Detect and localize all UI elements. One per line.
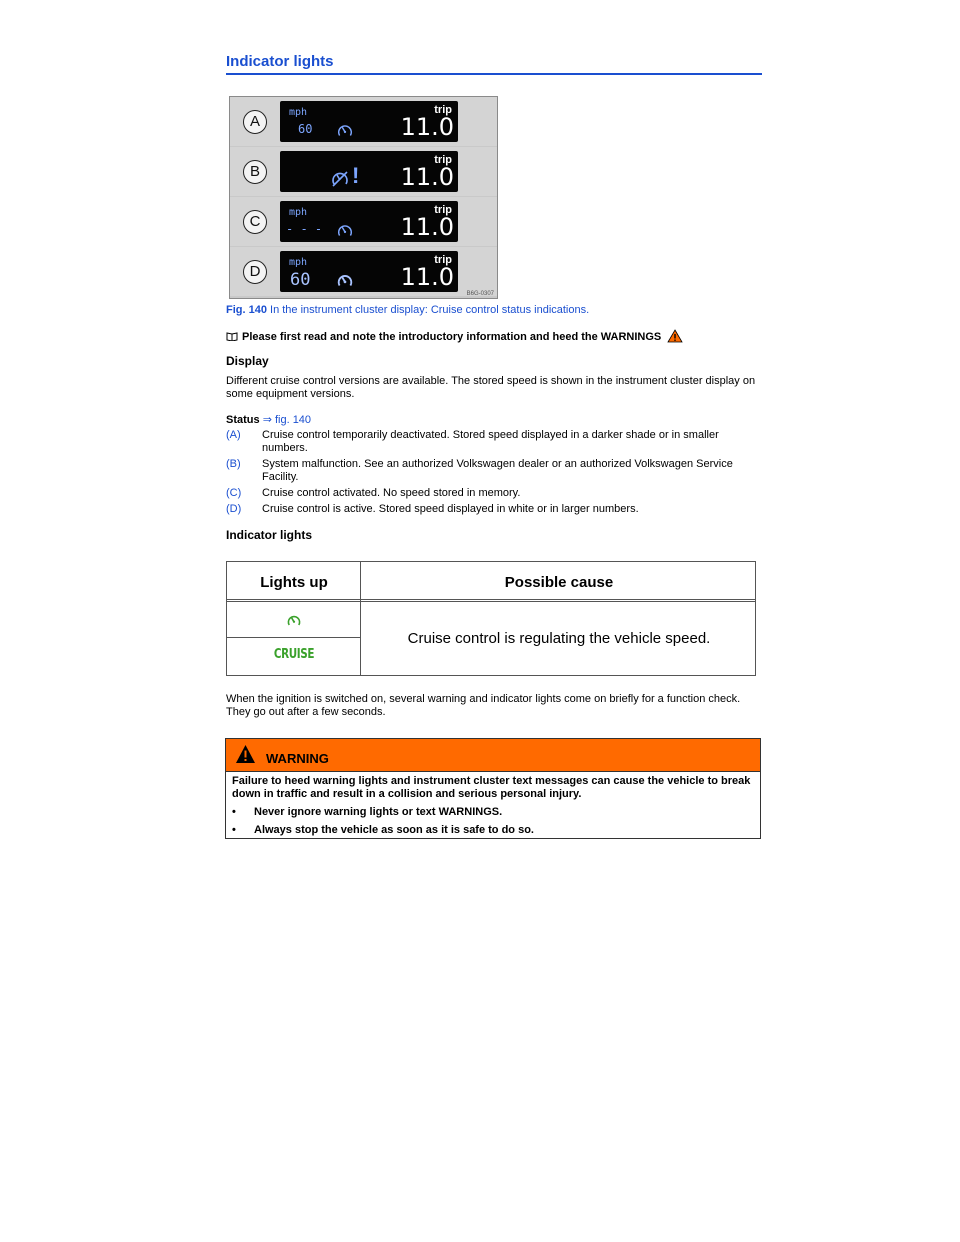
warning-triangle-icon	[667, 329, 683, 343]
display-paragraph: Different cruise control versions are av…	[226, 375, 756, 400]
ignition-paragraph: When the ignition is switched on, severa…	[226, 693, 741, 718]
status-list: (A) Cruise control temporarily deactivat…	[226, 429, 756, 519]
trip-distance: 11.0	[400, 163, 454, 191]
warning-bullet-text: Always stop the vehicle as soon as it is…	[254, 824, 534, 836]
cruise-control-fault-icon	[332, 171, 348, 187]
trip-label: trip	[434, 204, 452, 216]
section-title-text: Indicator lights	[226, 53, 334, 70]
figure-code: B6G-0307	[466, 291, 494, 297]
bullet: •	[232, 806, 236, 818]
status-key: (C)	[226, 487, 242, 499]
warning-header: WARNING	[226, 739, 760, 772]
figure-row-a: A mph 60 trip 11.0	[230, 97, 497, 146]
header-lights-up: Lights up	[260, 574, 328, 591]
mph-label: mph	[289, 257, 308, 268]
display-heading: Display	[226, 354, 269, 368]
cluster-screen: mph 60 trip 11.0	[280, 101, 458, 142]
figure-caption: Fig. 140 In the instrument cluster displ…	[226, 304, 589, 316]
status-text: Cruise control activated. No speed store…	[262, 487, 521, 499]
cluster-screen: mph 60 trip 11.0	[280, 251, 458, 292]
warning-triangle-icon	[236, 745, 255, 763]
indicator-table: Lights up Possible cause CRUISE Cruise c…	[226, 561, 756, 676]
figure-row-c: C mph - - - trip 11.0	[230, 197, 497, 246]
list-item: • Always stop the vehicle as soon as it …	[232, 824, 754, 837]
status-key: (B)	[226, 458, 241, 470]
table-row	[227, 602, 361, 638]
table-header: Lights up Possible cause	[227, 562, 755, 602]
cluster-screen: mph - - - trip 11.0	[280, 201, 458, 242]
cruise-control-icon	[287, 615, 301, 626]
warning-title: WARNING	[266, 751, 329, 766]
status-text: Cruise control temporarily deactivated. …	[262, 429, 719, 454]
list-item: (C) Cruise control activated. No speed s…	[226, 487, 756, 500]
intro-text: Please first read and note the introduct…	[242, 331, 662, 343]
status-heading: Status ⇒ fig. 140	[226, 413, 311, 426]
row-label: D	[243, 260, 267, 284]
caption-text: In the instrument cluster display: Cruis…	[266, 304, 590, 316]
cruise-control-icon	[337, 275, 353, 286]
mph-label: mph	[289, 207, 308, 218]
intro-note: Please first read and note the introduct…	[226, 329, 683, 343]
mph-label: mph	[289, 107, 308, 118]
section-title: Indicator lights	[226, 53, 762, 75]
table-cause-cell: Cruise control is regulating the vehicle…	[407, 630, 711, 647]
row-label: B	[243, 160, 267, 184]
figure-cruise-status: A mph 60 trip 11.0 B ! trip 11.0	[229, 96, 498, 299]
row-label: C	[243, 210, 267, 234]
trip-distance: 11.0	[400, 113, 454, 141]
trip-label: trip	[434, 154, 452, 166]
row-label: A	[243, 110, 267, 134]
list-item: (A) Cruise control temporarily deactivat…	[226, 429, 756, 455]
cluster-screen: ! trip 11.0	[280, 151, 458, 192]
trip-label: trip	[434, 104, 452, 116]
book-icon	[226, 332, 238, 341]
cruise-indicator-label: CRUISE	[273, 647, 315, 662]
warning-box: WARNING Failure to heed warning lights a…	[225, 738, 761, 839]
figure-row-b: B ! trip 11.0	[230, 147, 497, 196]
warning-text: Failure to heed warning lights and instr…	[232, 775, 751, 800]
status-text: System malfunction. See an authorized Vo…	[262, 458, 733, 483]
status-text: Cruise control is active. Stored speed d…	[262, 503, 639, 515]
cruise-control-icon	[338, 225, 352, 236]
table-row: CRUISE	[227, 638, 361, 675]
cruise-control-icon	[338, 125, 352, 136]
trip-distance: 11.0	[400, 213, 454, 241]
trip-distance: 11.0	[400, 263, 454, 291]
status-label: Status	[226, 414, 260, 426]
indicator-heading: Indicator lights	[226, 528, 313, 542]
caption-label: Fig. 140	[226, 304, 267, 316]
figure-ref-link[interactable]: ⇒ fig. 140	[262, 414, 312, 426]
warning-body: Failure to heed warning lights and instr…	[226, 772, 760, 840]
bullet: •	[232, 824, 236, 836]
stored-speed: - - -	[286, 222, 323, 236]
figure-row-d: D mph 60 trip 11.0	[230, 247, 497, 296]
trip-label: trip	[434, 254, 452, 266]
warning-bullet-text: Never ignore warning lights or text WARN…	[254, 806, 503, 818]
status-key: (A)	[226, 429, 241, 441]
stored-speed: 60	[290, 270, 311, 290]
list-item: (D) Cruise control is active. Stored spe…	[226, 503, 756, 516]
list-item: (B) System malfunction. See an authorize…	[226, 458, 756, 484]
table-column-lights	[227, 562, 361, 675]
fault-exclamation: !	[352, 163, 360, 188]
list-item: • Never ignore warning lights or text WA…	[232, 806, 754, 819]
status-key: (D)	[226, 503, 242, 515]
header-possible-cause: Possible cause	[504, 574, 614, 591]
stored-speed: 60	[298, 122, 313, 136]
